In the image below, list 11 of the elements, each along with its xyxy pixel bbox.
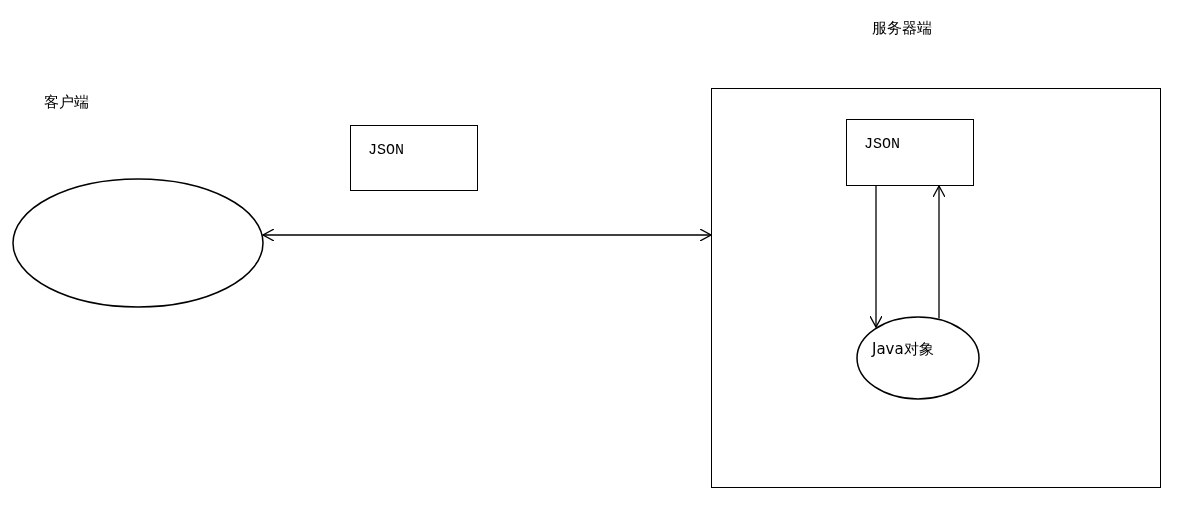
data-box [350,125,478,191]
node-label: JSON [864,136,900,153]
node-heading: 服务器端 [872,19,932,38]
arrow [869,185,883,328]
node-heading: 客户端 [44,93,89,112]
arrow [262,228,712,242]
data-box [846,119,974,186]
object-ellipse [856,316,980,400]
node-label: Java对象 [872,340,934,359]
node-label: JSON [368,142,404,159]
arrow [932,185,946,320]
